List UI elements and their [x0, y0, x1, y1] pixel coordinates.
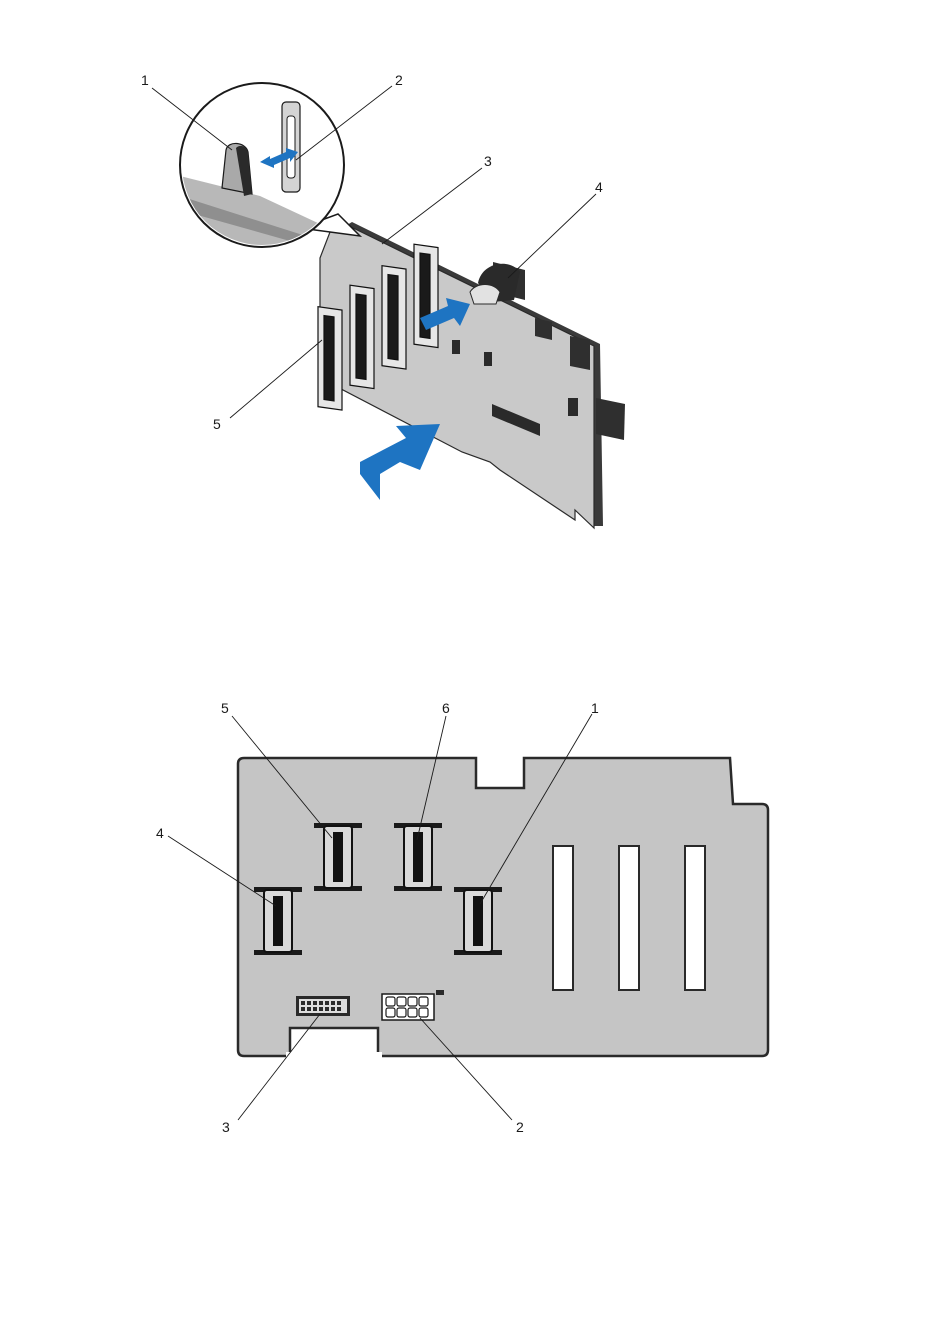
callout-1: 1: [141, 72, 149, 88]
callout-3: 3: [484, 153, 492, 169]
signal-connector: [296, 996, 350, 1016]
slot: [553, 846, 573, 990]
callout-2: 2: [516, 1119, 524, 1135]
figure-1-backplane-install: 1 2 3 4 5: [141, 72, 625, 528]
zoom-detail-inset: [180, 83, 360, 258]
slot: [619, 846, 639, 990]
arrow-up-icon: [360, 424, 440, 500]
drive-connector: [382, 266, 406, 369]
callout-1: 1: [591, 700, 599, 716]
callout-5: 5: [213, 416, 221, 432]
callout-6: 6: [442, 700, 450, 716]
callout-2: 2: [395, 72, 403, 88]
drive-connector: [318, 307, 342, 410]
drive-connector: [414, 244, 438, 347]
callout-4: 4: [595, 179, 603, 195]
callout-5: 5: [221, 700, 229, 716]
callout-3: 3: [222, 1119, 230, 1135]
callout-4: 4: [156, 825, 164, 841]
figure-2-backplane-layout: 5 6 1 4 3 2: [156, 700, 768, 1135]
power-connector: [382, 990, 444, 1020]
slot: [685, 846, 705, 990]
drive-connector: [350, 285, 374, 388]
